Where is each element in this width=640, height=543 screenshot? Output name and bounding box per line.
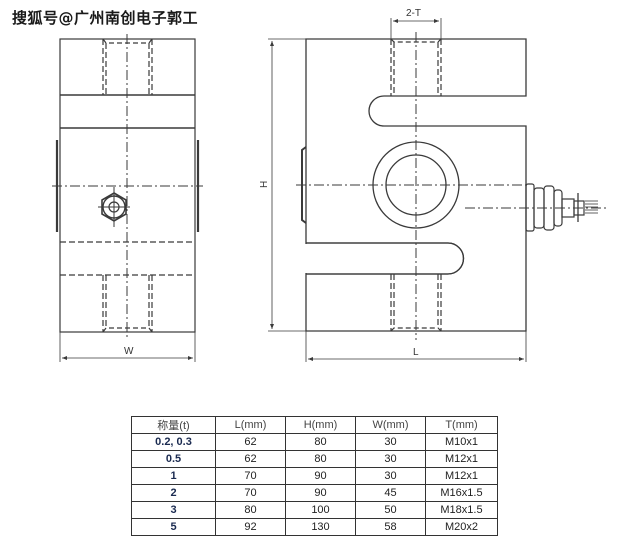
- cell-length: 92: [215, 518, 286, 536]
- cell-length: 62: [215, 433, 286, 451]
- side-view: [268, 18, 608, 362]
- cell-width: 30: [355, 450, 426, 468]
- cell-capacity: 1: [131, 467, 216, 485]
- cell-width: 45: [355, 484, 426, 502]
- table-row: 0.5 62 80 30 M12x1: [131, 450, 498, 468]
- cell-height: 80: [285, 433, 356, 451]
- cell-height: 90: [285, 467, 356, 485]
- cell-height: 90: [285, 484, 356, 502]
- cell-thread: M12x1: [425, 450, 498, 468]
- header-width: W(mm): [355, 416, 426, 434]
- cell-length: 62: [215, 450, 286, 468]
- cell-height: 130: [285, 518, 356, 536]
- cell-thread: M18x1.5: [425, 501, 498, 519]
- header-capacity: 称量(t): [131, 416, 216, 434]
- thread-dimension-label: 2-T: [406, 8, 421, 19]
- header-height: H(mm): [285, 416, 356, 434]
- height-dimension-label: H: [259, 181, 270, 188]
- cell-thread: M12x1: [425, 467, 498, 485]
- cell-thread: M20x2: [425, 518, 498, 536]
- load-cell-drawing: W 2-T H L: [52, 8, 608, 362]
- cell-capacity: 0.2, 0.3: [131, 433, 216, 451]
- cell-height: 100: [285, 501, 356, 519]
- cell-width: 58: [355, 518, 426, 536]
- cell-length: 70: [215, 467, 286, 485]
- table-header-row: 称量(t) L(mm) H(mm) W(mm) T(mm): [131, 416, 498, 434]
- cell-capacity: 0.5: [131, 450, 216, 468]
- table-row: 1 70 90 30 M12x1: [131, 467, 498, 485]
- header-length: L(mm): [215, 416, 286, 434]
- table-row: 0.2, 0.3 62 80 30 M10x1: [131, 433, 498, 451]
- header-thread: T(mm): [425, 416, 498, 434]
- table-row: 2 70 90 45 M16x1.5: [131, 484, 498, 502]
- cell-length: 80: [215, 501, 286, 519]
- cell-capacity: 2: [131, 484, 216, 502]
- watermark-text: 搜狐号@广州南创电子郭工: [12, 9, 199, 27]
- cell-height: 80: [285, 450, 356, 468]
- cell-width: 50: [355, 501, 426, 519]
- cell-capacity: 3: [131, 501, 216, 519]
- spec-table: 称量(t) L(mm) H(mm) W(mm) T(mm) 0.2, 0.3 6…: [131, 416, 498, 536]
- length-dimension-label: L: [413, 347, 419, 358]
- cell-thread: M10x1: [425, 433, 498, 451]
- table-row: 3 80 100 50 M18x1.5: [131, 501, 498, 519]
- cell-width: 30: [355, 433, 426, 451]
- cell-length: 70: [215, 484, 286, 502]
- width-dimension-label: W: [124, 346, 134, 357]
- table-row: 5 92 130 58 M20x2: [131, 518, 498, 536]
- front-view: [52, 34, 203, 362]
- cell-width: 30: [355, 467, 426, 485]
- cell-capacity: 5: [131, 518, 216, 536]
- cell-thread: M16x1.5: [425, 484, 498, 502]
